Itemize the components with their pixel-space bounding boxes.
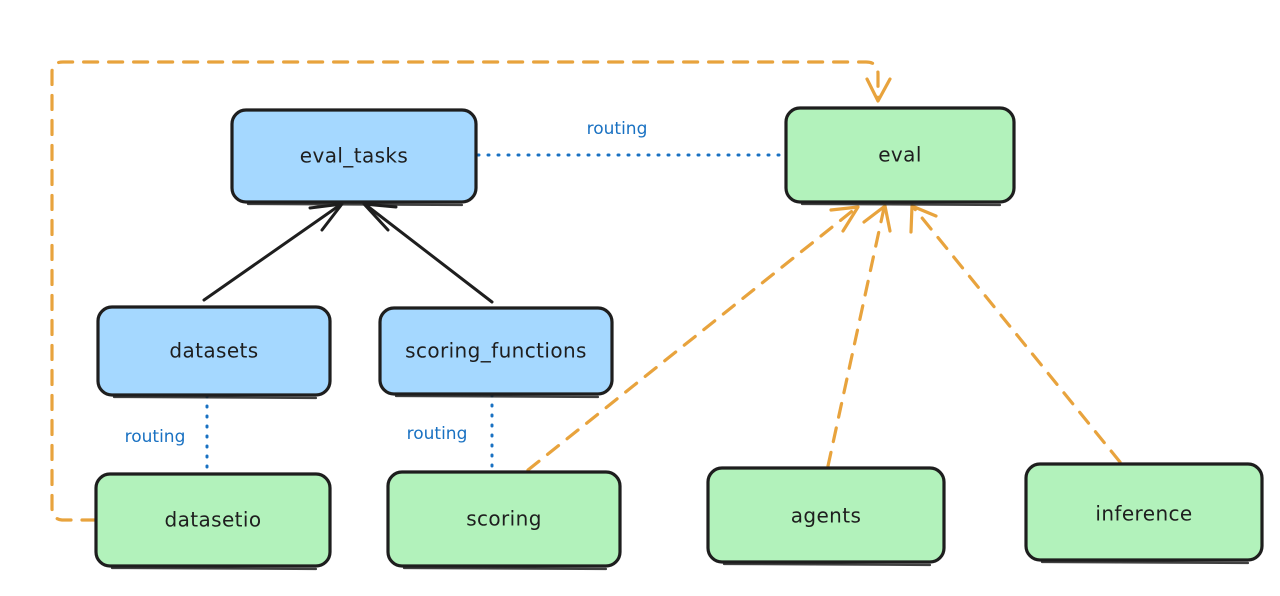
node-label-eval: eval bbox=[878, 143, 922, 167]
edge-label-layer: routing routing routing bbox=[125, 119, 648, 447]
edge-datasetio-to-eval bbox=[50, 60, 892, 522]
node-label-eval_tasks: eval_tasks bbox=[300, 144, 408, 168]
edge-label-routing-datasetio: routing bbox=[125, 427, 186, 447]
node-agents[interactable]: agents bbox=[706, 466, 946, 567]
node-label-datasetio: datasetio bbox=[164, 508, 261, 532]
edge-label-routing-eval: routing bbox=[587, 119, 648, 139]
edge-datasets-to-eval_tasks bbox=[202, 202, 344, 302]
node-datasets[interactable]: datasets bbox=[96, 305, 332, 400]
node-label-scoring_functions: scoring_functions bbox=[405, 339, 587, 363]
node-eval[interactable]: eval bbox=[784, 106, 1016, 207]
edge-scoring_functions-to-eval_tasks bbox=[362, 202, 494, 304]
node-layer: eval_tasks eval datasets scoring_functio… bbox=[94, 106, 1264, 571]
node-eval_tasks[interactable]: eval_tasks bbox=[230, 108, 478, 207]
node-scoring[interactable]: scoring bbox=[386, 470, 622, 571]
edge-agents-to-eval bbox=[826, 204, 892, 468]
node-inference[interactable]: inference bbox=[1024, 462, 1264, 565]
node-label-inference: inference bbox=[1095, 502, 1192, 526]
node-datasetio[interactable]: datasetio bbox=[94, 472, 332, 571]
edge-label-routing-scoring: routing bbox=[407, 424, 468, 444]
node-label-datasets: datasets bbox=[169, 339, 258, 363]
node-scoring_functions[interactable]: scoring_functions bbox=[378, 306, 614, 399]
node-label-scoring: scoring bbox=[466, 507, 542, 531]
edge-scoring-to-eval bbox=[526, 205, 860, 472]
node-label-agents: agents bbox=[791, 504, 862, 528]
edge-inference-to-eval bbox=[909, 204, 1122, 464]
edge-layer bbox=[50, 60, 1122, 522]
